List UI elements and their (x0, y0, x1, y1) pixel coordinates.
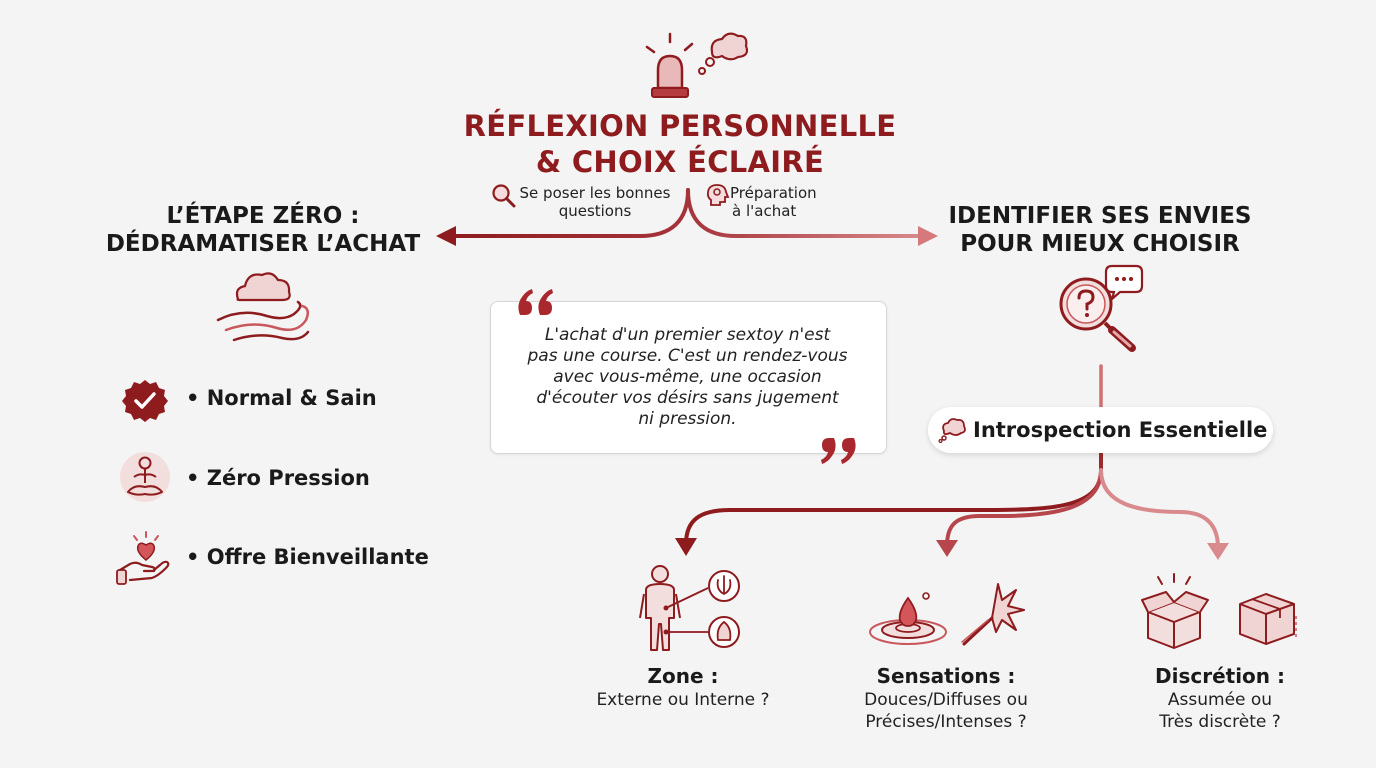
badge-check-icon (122, 380, 168, 422)
siren-thought-icon (645, 32, 749, 98)
quote-line-2: pas une course. C'est un rendez-vous (527, 346, 848, 366)
hint-preparation: Préparation à l'achat (730, 184, 830, 220)
hint-preparation-line-2: à l'achat (732, 202, 797, 220)
cloud-wind-icon (216, 272, 310, 342)
category-sensations-line-1: Douces/Diffuses ou (864, 690, 1028, 710)
hint-questions-line-1: Se poser les bonnes (519, 184, 671, 202)
right-section-title: IDENTIFIER SES ENVIES POUR MIEUX CHOISIR (930, 202, 1270, 258)
category-discretion-line-2: Très discrète ? (1159, 712, 1281, 732)
arrow-head-zone (675, 538, 697, 556)
left-section-title: L’ÉTAPE ZÉRO : DÉDRAMATISER L’ACHAT (88, 202, 438, 258)
meditation-icon (120, 452, 170, 502)
thought-cloud-icon (938, 418, 966, 444)
open-quote-icon (518, 289, 553, 315)
arrow-head-left (436, 226, 456, 246)
quote-text: L'achat d'un premier sextoy n'est pas un… (500, 325, 875, 430)
heart-hand-icon (116, 531, 170, 585)
category-zone-line-1: Externe ou Interne ? (596, 690, 770, 710)
category-zone-desc: Externe ou Interne ? (563, 689, 803, 711)
open-closed-box-icon (1141, 573, 1297, 649)
category-sensations-desc: Douces/Diffuses ou Précises/Intenses ? (826, 689, 1066, 733)
arrow-to-right-section (686, 188, 927, 238)
water-drop-ripple-icon (869, 583, 1025, 646)
category-discretion-title: Discrétion : (1155, 664, 1285, 688)
bullet-zero-pression: • Zéro Pression (186, 466, 370, 490)
quote-box (490, 301, 887, 454)
arrow-head-sensations (936, 540, 958, 557)
main-title: RÉFLEXION PERSONNELLE & CHOIX ÉCLAIRÉ (380, 108, 980, 180)
left-section-title-line-2: DÉDRAMATISER L’ACHAT (105, 231, 421, 257)
category-sensations-title: Sensations : (876, 664, 1016, 688)
arrow-to-zone (684, 468, 1103, 546)
arrow-to-sensations (945, 468, 1103, 548)
arrow-head-right (918, 226, 938, 246)
hint-questions-line-2: questions (558, 202, 632, 220)
category-zone-title: Zone : (647, 664, 719, 688)
category-discretion-desc: Assumée ou Très discrète ? (1100, 689, 1340, 733)
category-discretion-line-1: Assumée ou (1167, 690, 1273, 710)
bullet-normal-sain: • Normal & Sain (186, 386, 377, 410)
category-sensations-line-2: Précises/Intenses ? (865, 712, 1027, 732)
close-quote-icon (821, 438, 856, 464)
search-icon (492, 184, 516, 208)
bullet-offre-bienveillante: • Offre Bienveillante (186, 545, 429, 569)
main-title-line-2: & CHOIX ÉCLAIRÉ (535, 145, 825, 179)
quote-line-3: avec vous-même, une occasion (553, 367, 822, 387)
hint-questions: Se poser les bonnes questions (516, 184, 674, 220)
quote-line-5: ni pression. (638, 409, 737, 429)
hint-preparation-line-1: Préparation (730, 184, 817, 202)
right-section-title-line-2: POUR MIEUX CHOISIR (960, 231, 1240, 257)
main-title-line-1: RÉFLEXION PERSONNELLE (463, 109, 897, 143)
quote-line-4: d'écouter vos désirs sans jugement (536, 388, 839, 408)
head-profile-icon (706, 184, 730, 206)
quote-line-1: L'achat d'un premier sextoy n'est (544, 325, 831, 345)
introspection-label: Introspection Essentielle (973, 418, 1268, 442)
magnifier-question-icon (1059, 264, 1144, 352)
left-section-title-line-1: L’ÉTAPE ZÉRO : (166, 203, 360, 229)
right-section-title-line-1: IDENTIFIER SES ENVIES (948, 203, 1252, 229)
introspection-pill (928, 407, 1273, 453)
arrow-to-discretion (1099, 468, 1220, 550)
arrow-head-discretion (1207, 543, 1229, 560)
body-zone-icon (639, 565, 740, 651)
